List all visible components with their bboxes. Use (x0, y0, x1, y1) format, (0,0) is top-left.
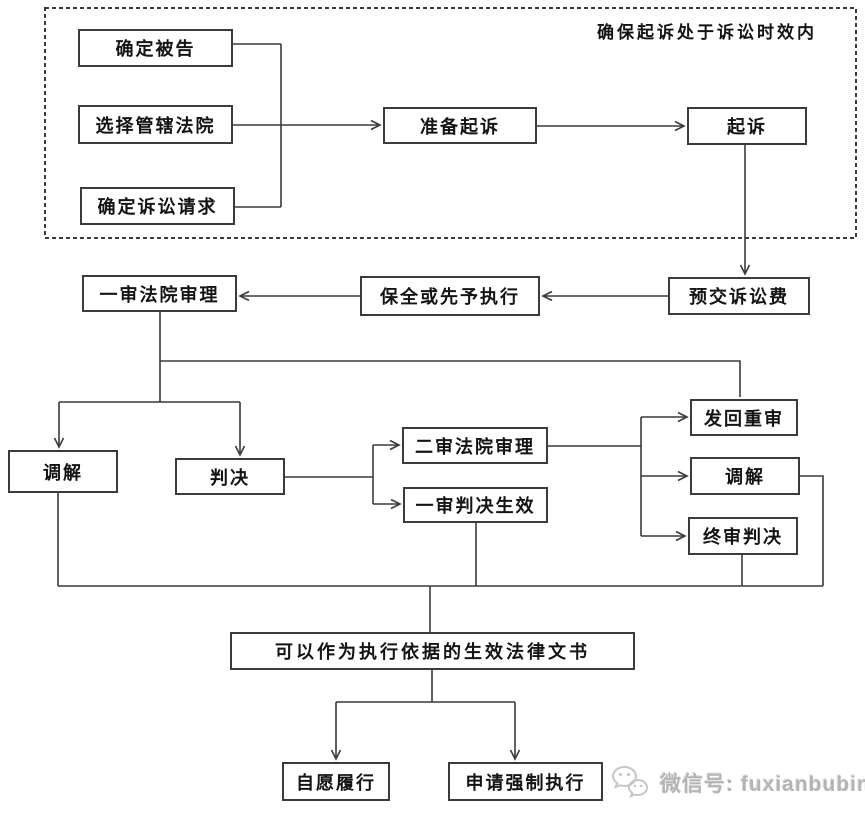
node-mediation-first: 调解 (8, 450, 118, 493)
node-preservation-or-advance-execution: 保全或先予执行 (360, 276, 540, 316)
node-voluntary-performance: 自愿履行 (282, 762, 390, 801)
node-prepay-fee: 预交诉讼费 (668, 277, 810, 315)
node-judgment: 判决 (175, 458, 285, 495)
node-file-lawsuit: 起诉 (687, 107, 807, 145)
node-determine-claims: 确定诉讼请求 (80, 187, 235, 225)
node-choose-court: 选择管辖法院 (78, 105, 233, 144)
node-determine-defendant: 确定被告 (78, 29, 233, 67)
node-mediation-second: 调解 (690, 457, 800, 495)
node-remand-for-retrial: 发回重审 (690, 399, 798, 436)
connector-mediation-second-down (800, 475, 824, 586)
wechat-icon (608, 761, 652, 805)
node-first-judgment-effective: 一审判决生效 (403, 487, 548, 523)
connector-first-to-remand (160, 360, 741, 397)
node-prepare-lawsuit: 准备起诉 (383, 107, 537, 144)
statute-of-limitations-note: 确保起诉处于诉讼时效内 (597, 23, 817, 42)
wechat-id-text: 微信号: fuxianbubin (660, 773, 865, 796)
node-apply-compulsory-execution: 申请强制执行 (448, 762, 603, 801)
statute-frame (44, 7, 857, 239)
node-effective-legal-documents: 可以作为执行依据的生效法律文书 (230, 632, 635, 670)
node-first-instance-trial: 一审法院审理 (82, 275, 237, 312)
node-final-judgment: 终审判决 (688, 517, 798, 555)
wechat-watermark: 微信号: fuxianbubin (608, 761, 865, 805)
node-second-instance-trial: 二审法院审理 (402, 427, 548, 464)
